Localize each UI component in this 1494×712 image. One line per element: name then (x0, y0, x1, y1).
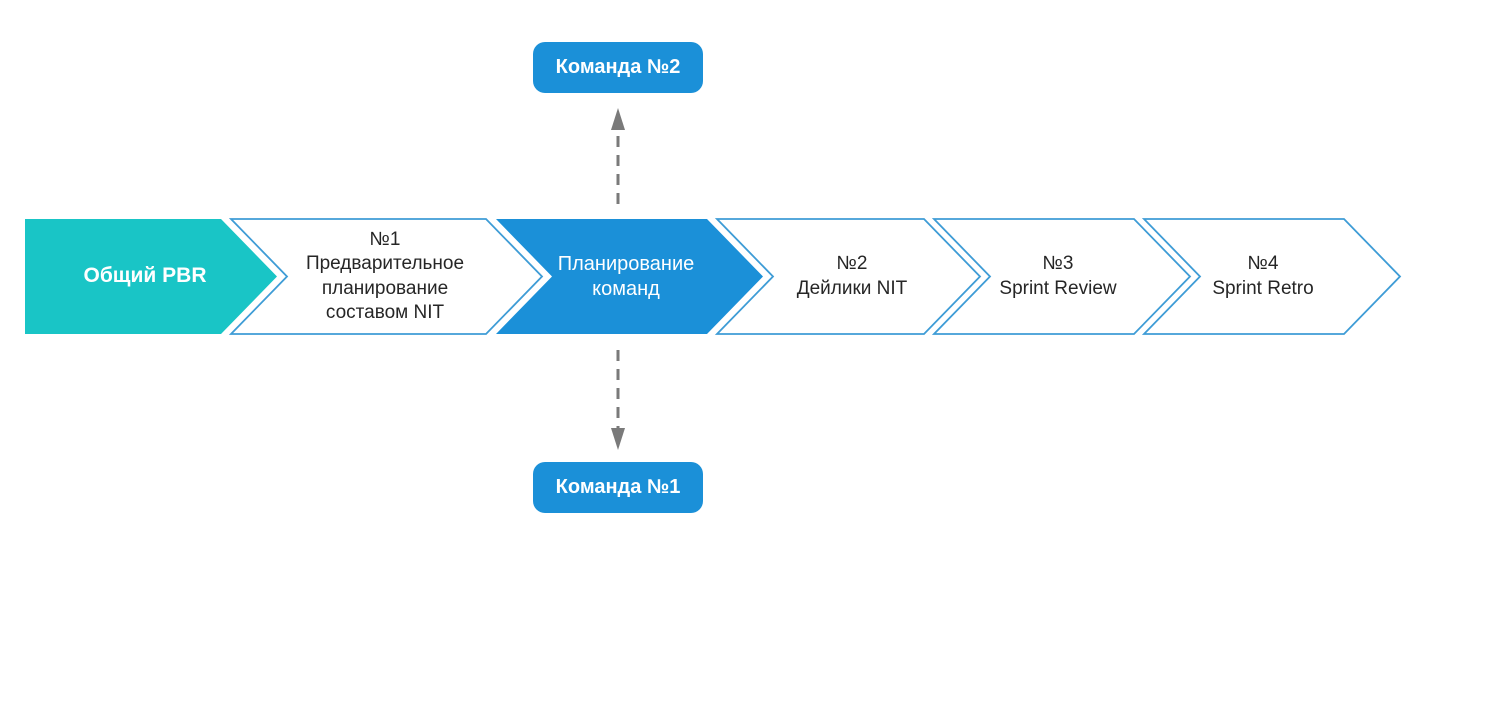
chevron-step-predvaritelnoe-shape (228, 218, 544, 335)
chevron-step-obshchiy-pbr-shape (25, 219, 277, 334)
chevron-step-deyliki-shape (714, 218, 982, 335)
chevron-step-planirovanie-shape (496, 219, 763, 334)
arrowhead-down-icon (611, 428, 625, 450)
arrowhead-up-icon (611, 108, 625, 130)
chevron-step-sprint-review-shape (931, 218, 1192, 335)
team-badge-bottom: Команда №1 (533, 462, 703, 513)
chevron-step-sprint-retro-shape (1141, 218, 1402, 335)
team-badge-top: Команда №2 (533, 42, 703, 93)
